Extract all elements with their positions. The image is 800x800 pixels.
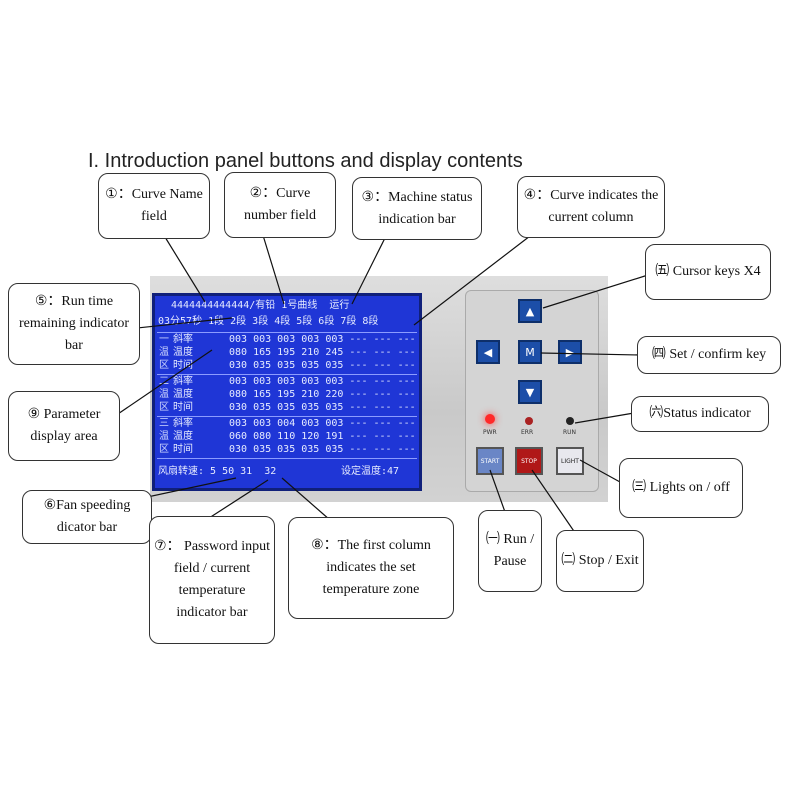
callout-parameter-display-area: ⑨ Parameter display area [8,391,120,461]
callout-curve-name-field: ①：Curve Name field [98,173,210,239]
callout-password-temperature-bar: ⑦： Password input field / current temper… [149,516,275,644]
callout-run-pause: ㈠ Run / Pause [478,510,542,592]
zone1-temp-name: 温度 [173,347,193,358]
callout-machine-status-bar: ③：Machine status indication bar [352,177,482,240]
pwr-label: PWR [483,429,497,436]
callout-run-time-remaining: ⑤：Run time remaining indicator bar [8,283,140,365]
lcd-divider [157,416,417,417]
zone3-time-name: 时间 [173,444,193,455]
zone-tag: 温 [159,347,169,358]
zone-tag: 温 [159,389,169,400]
callout-stop-exit: ㈡ Stop / Exit [556,530,644,592]
zone1-rate-name: 斜率 [173,334,193,345]
zone1-temp-values: 080 165 195 210 245 --- --- --- [229,347,416,358]
zone3-temp-name: 温度 [173,431,193,442]
lcd-column-header: 03分57秒 1段 2段 3段 4段 5段 6段 7段 8段 [158,316,379,327]
lcd-divider [157,374,417,375]
callout-cursor-keys: ㈤ Cursor keys X4 [645,244,771,300]
zone-tag: 区 [159,444,169,455]
zone1-time-values: 030 035 035 035 035 --- --- --- [229,360,416,371]
zone-label: 一 [159,334,169,345]
stop-key[interactable]: STOP [515,447,543,475]
run-label: RUN [563,429,577,436]
zone2-temp-values: 080 165 195 210 220 --- --- --- [229,389,416,400]
callout-status-indicator: ㈥Status indicator [631,396,769,432]
zone2-time-values: 030 035 035 035 035 --- --- --- [229,402,416,413]
callout-fan-speed-bar: ⑥Fan speeding dicator bar [22,490,152,544]
zone2-rate-values: 003 003 003 003 003 --- --- --- [229,376,416,387]
zone-label: 二 [159,376,169,387]
callout-lights-on-off: ㈢ Lights on / off [619,458,743,518]
lcd-divider [157,332,417,333]
callout-temperature-zone: ⑧：The first column indicates the set tem… [288,517,454,619]
zone-tag: 区 [159,402,169,413]
zone1-rate-values: 003 003 003 003 003 --- --- --- [229,334,416,345]
zone3-time-values: 030 035 035 035 035 --- --- --- [229,444,416,455]
err-label: ERR [521,429,534,436]
zone-label: 三 [159,418,169,429]
fan-speed-bar: 风扇转速: 5 50 31 32 [158,466,277,477]
cursor-down-key[interactable]: ▼ [518,380,542,404]
zone1-time-name: 时间 [173,360,193,371]
callout-set-confirm-key: ㈣ Set / confirm key [637,336,781,374]
zone3-temp-values: 060 080 110 120 191 --- --- --- [229,431,416,442]
run-led-icon [566,417,574,425]
lcd-display: 4444444444444/有铅 1号曲线 运行 03分57秒 1段 2段 3段… [152,293,422,491]
err-led-icon [525,417,533,425]
zone3-rate-name: 斜率 [173,418,193,429]
lcd-divider [157,458,417,459]
callout-curve-number-field: ②：Curve number field [224,172,336,238]
callout-current-column: ④：Curve indicates the current column [517,176,665,238]
set-temperature-bar: 设定温度:47 [341,466,400,477]
zone-tag: 温 [159,431,169,442]
zone2-time-name: 时间 [173,402,193,413]
zone3-rate-values: 003 003 004 003 003 --- --- --- [229,418,416,429]
zone2-temp-name: 温度 [173,389,193,400]
cursor-left-key[interactable]: ◀ [476,340,500,364]
zone2-rate-name: 斜率 [173,376,193,387]
pwr-led-icon [485,414,495,424]
set-confirm-key[interactable]: M [518,340,542,364]
cursor-right-key[interactable]: ▶ [558,340,582,364]
cursor-up-key[interactable]: ▲ [518,299,542,323]
lcd-status-line: 4444444444444/有铅 1号曲线 运行 [171,300,350,311]
page-heading: I. Introduction panel buttons and displa… [88,150,523,172]
zone-tag: 区 [159,360,169,371]
